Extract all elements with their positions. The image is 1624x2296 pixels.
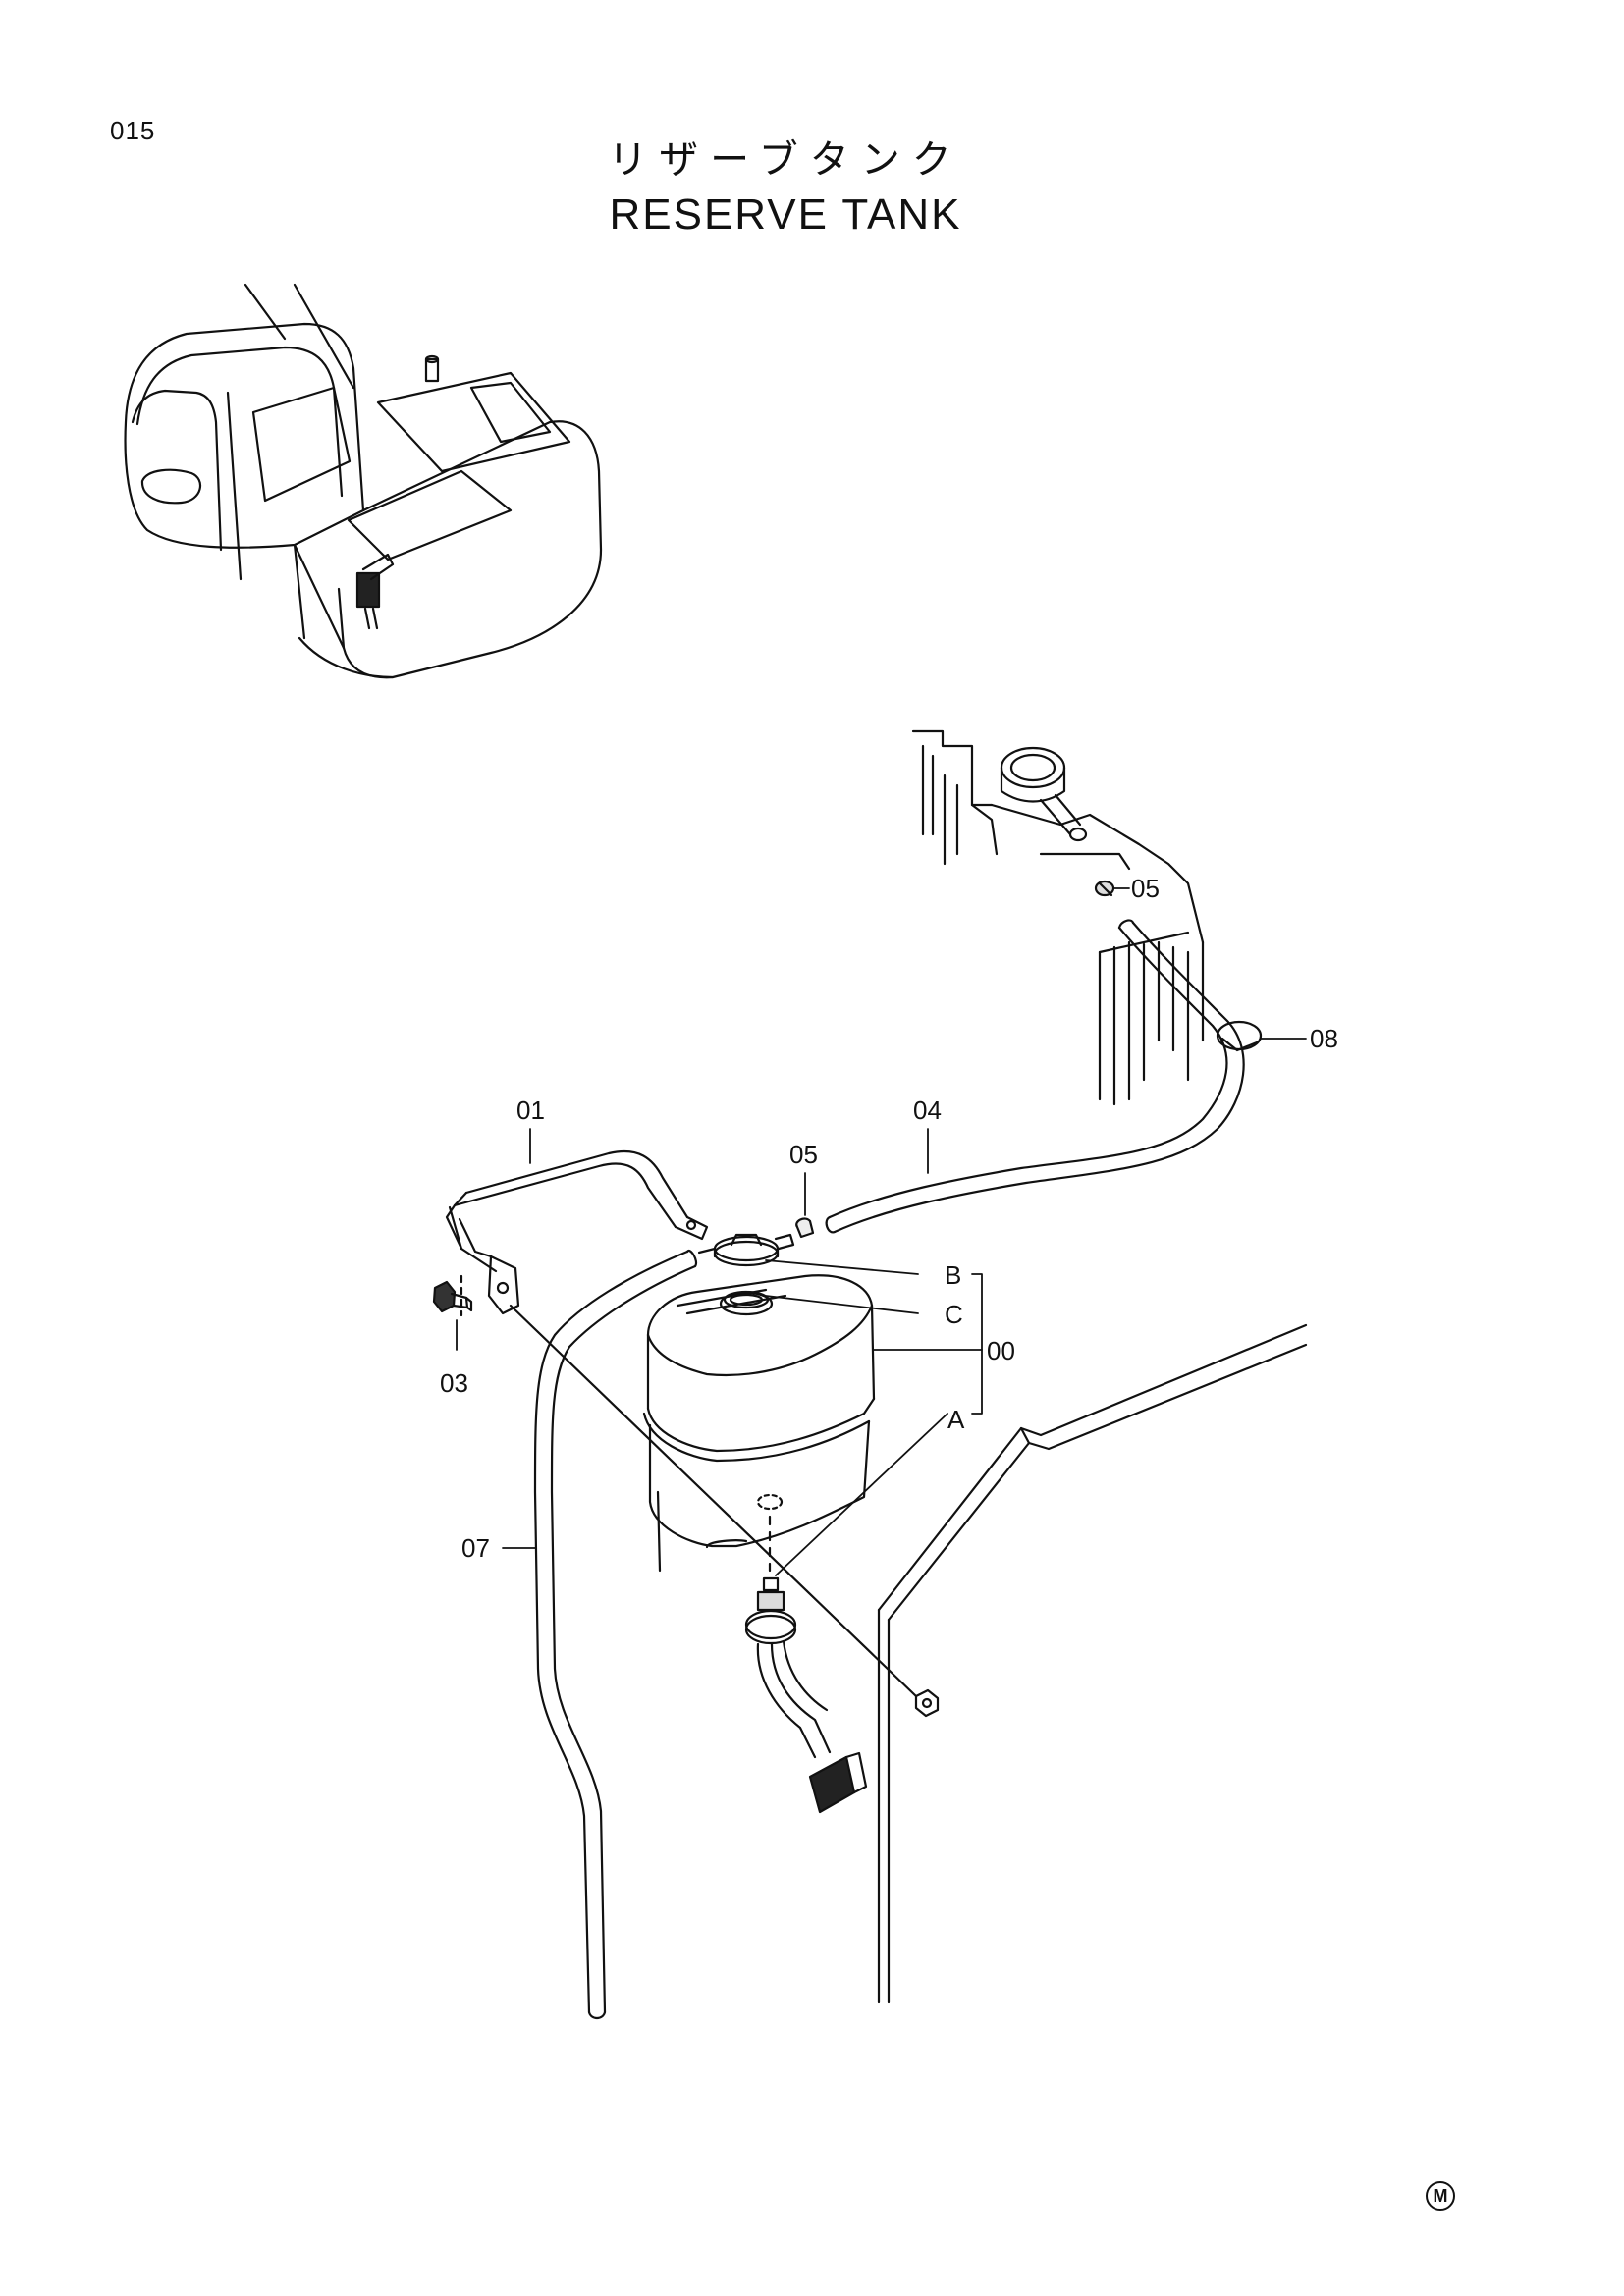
label-01: 01 [516, 1095, 545, 1125]
radiator-drawing [911, 729, 1263, 1106]
fastener-leader [509, 1304, 918, 1698]
label-00: 00 [987, 1336, 1015, 1365]
label-05-right: 05 [1131, 874, 1160, 903]
tank-fittings [697, 1217, 815, 1267]
nut [914, 1688, 940, 1718]
page-number: 015 [110, 116, 156, 145]
label-08: 08 [1310, 1024, 1338, 1053]
hose-04 [825, 919, 1245, 1234]
bracket-01 [445, 1149, 709, 1317]
label-05-left: 05 [789, 1140, 818, 1169]
excavator-overview [124, 283, 603, 679]
corner-mark: M [1426, 2181, 1455, 2211]
bolt-03 [432, 1280, 473, 1313]
reserve-tank [642, 1274, 876, 1573]
level-sensor [744, 1576, 868, 1814]
label-B: B [945, 1260, 961, 1290]
leader-lines [456, 887, 1307, 1576]
label-04: 04 [913, 1095, 942, 1125]
label-C: C [945, 1300, 963, 1329]
title-japanese: リザーブタンク [608, 137, 963, 183]
title-english: RESERVE TANK [609, 190, 962, 239]
label-07: 07 [461, 1533, 490, 1563]
title-block: リザーブタンク RESERVE TANK [550, 135, 1021, 243]
label-03: 03 [440, 1368, 468, 1398]
hose-07 [533, 1249, 698, 2020]
frame-panel [877, 1323, 1308, 2004]
label-A: A [947, 1405, 965, 1434]
